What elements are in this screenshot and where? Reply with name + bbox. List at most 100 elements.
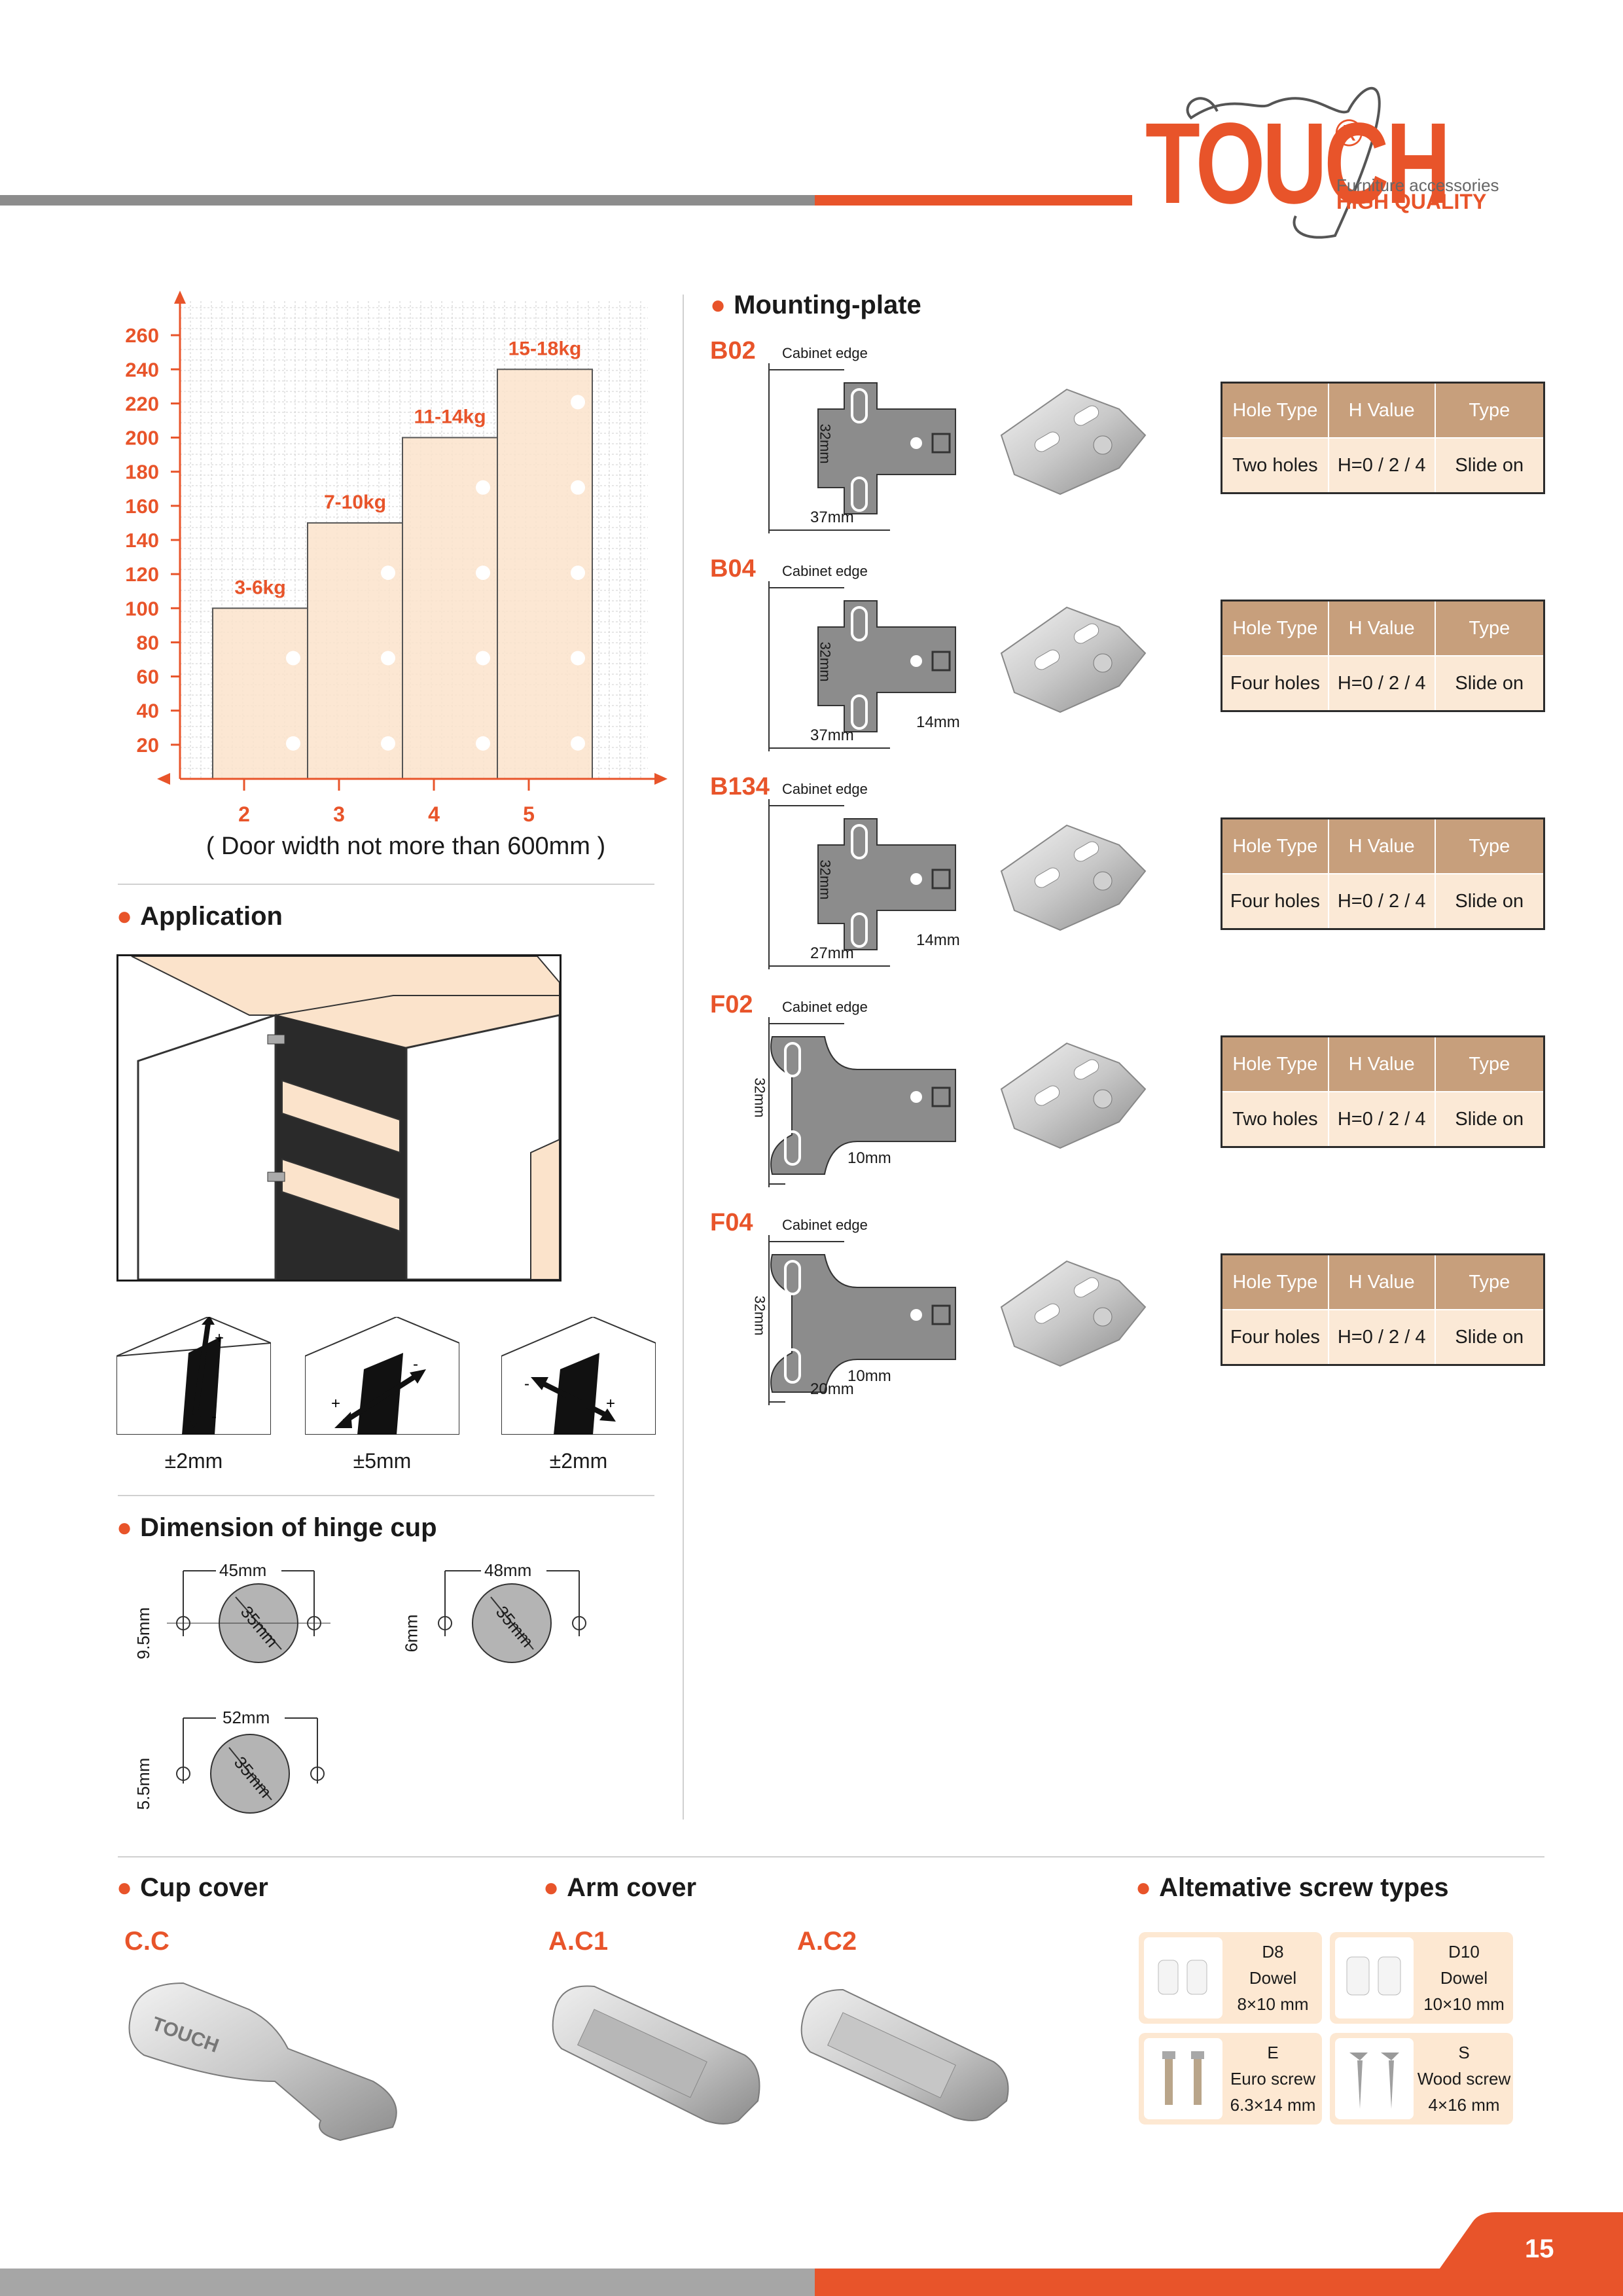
x-tick-label: 3 bbox=[333, 802, 345, 826]
arm-cover-title-text: Arm cover bbox=[567, 1873, 697, 1902]
header-gray-bar bbox=[0, 195, 818, 206]
bullet-dot-icon: ● bbox=[116, 902, 133, 931]
plate-code: F02 bbox=[710, 991, 753, 1018]
bar-dot bbox=[286, 651, 300, 666]
table-cell: Slide on bbox=[1435, 1091, 1544, 1147]
screw-size: 4×16 mm bbox=[1428, 2095, 1500, 2115]
y-tick-label: 240 bbox=[125, 358, 159, 381]
y-tick-label: 120 bbox=[125, 563, 159, 586]
table-header-cell: H Value bbox=[1328, 382, 1436, 438]
arm-cover-code-1: A.C1 bbox=[548, 1927, 609, 1956]
y-tick-label: 260 bbox=[125, 324, 159, 347]
plate-horizontal-dim: 37mm bbox=[810, 509, 854, 526]
chart-bar bbox=[307, 522, 403, 780]
plate-offset-dim: 14mm bbox=[916, 713, 960, 731]
bar-dot bbox=[571, 651, 585, 666]
adjust-label-2: ±5mm bbox=[353, 1449, 412, 1473]
svg-text:+: + bbox=[331, 1395, 340, 1412]
y-tick-label: 220 bbox=[125, 392, 159, 415]
bullet-dot-icon: ● bbox=[116, 1873, 133, 1902]
screw-card-s: S Wood screw 4×16 mm bbox=[1330, 2033, 1513, 2125]
screw-name: Dowel bbox=[1249, 1968, 1297, 1988]
bar-dot bbox=[476, 651, 490, 666]
bar-value-label: 15-18kg bbox=[508, 338, 582, 359]
bar-dot bbox=[476, 736, 490, 751]
bar-dot bbox=[381, 736, 395, 751]
screw-name: Euro screw bbox=[1230, 2069, 1316, 2089]
cabinet-edge-label: Cabinet edge bbox=[782, 999, 868, 1015]
bar-dot bbox=[571, 480, 585, 495]
table-cell: Two holes bbox=[1221, 437, 1329, 493]
header-orange-bar bbox=[815, 195, 1132, 206]
y-tick-label: 200 bbox=[125, 427, 159, 450]
table-header-cell: Hole Type bbox=[1221, 1254, 1329, 1310]
table-cell: Slide on bbox=[1435, 655, 1544, 711]
x-axis-left-arrow-icon bbox=[157, 773, 170, 785]
table-header-cell: Hole Type bbox=[1221, 818, 1329, 874]
svg-text:-: - bbox=[211, 1408, 217, 1426]
adjust-label-1: ±2mm bbox=[164, 1449, 223, 1473]
bar-dot bbox=[476, 565, 490, 581]
mounting-plate-photo bbox=[988, 799, 1158, 950]
euro-screw-icon bbox=[1144, 2038, 1222, 2119]
dowel-icon bbox=[1335, 1937, 1414, 2018]
footer-gray-bar bbox=[0, 2269, 818, 2296]
bullet-dot-icon: ● bbox=[1135, 1873, 1152, 1902]
table-header-cell: Type bbox=[1435, 600, 1544, 656]
side-adjust-icon: - + bbox=[501, 1316, 656, 1435]
table-cell: H=0 / 2 / 4 bbox=[1328, 1091, 1436, 1147]
bar-value-label: 3-6kg bbox=[234, 577, 285, 598]
plate-vertical-dim: 32mm bbox=[751, 1295, 768, 1336]
plate-technical-drawing bbox=[766, 1017, 962, 1200]
y-tick-label: 140 bbox=[125, 529, 159, 552]
page-number: 15 bbox=[1525, 2234, 1554, 2263]
table-header-cell: H Value bbox=[1328, 818, 1436, 874]
divider-line bbox=[118, 884, 654, 885]
table-cell: H=0 / 2 / 4 bbox=[1328, 655, 1436, 711]
application-illustration bbox=[116, 954, 562, 1282]
column-divider bbox=[683, 295, 684, 1820]
cup-cover-title-text: Cup cover bbox=[140, 1873, 268, 1902]
screw-code: S bbox=[1458, 2043, 1470, 2062]
screw-name: Wood screw bbox=[1417, 2069, 1511, 2089]
table-header-cell: Type bbox=[1435, 1036, 1544, 1092]
application-title-text: Application bbox=[140, 902, 283, 931]
bar-dot bbox=[571, 395, 585, 410]
bullet-dot-icon: ● bbox=[543, 1873, 560, 1902]
mounting-plate-photo bbox=[988, 1235, 1158, 1386]
cup-offset-label: 5.5mm bbox=[134, 1757, 154, 1810]
bar-dot bbox=[381, 565, 395, 581]
screw-size: 10×10 mm bbox=[1423, 1994, 1505, 2014]
cup-dimension-drawing bbox=[438, 1570, 586, 1663]
cup-cover-image: TOUCH bbox=[124, 1970, 412, 2147]
divider-line-2 bbox=[118, 1495, 654, 1496]
svg-text:-: - bbox=[524, 1375, 529, 1393]
table-cell: Four holes bbox=[1221, 1309, 1329, 1365]
table-header-cell: H Value bbox=[1328, 1036, 1436, 1092]
table-cell: Slide on bbox=[1435, 873, 1544, 929]
bar-dot bbox=[381, 651, 395, 666]
logo-swoosh-icon bbox=[1186, 86, 1381, 239]
cabinet-illustration bbox=[131, 956, 560, 1280]
adjust-diagram-1: + - bbox=[116, 1316, 272, 1435]
hinge-cup-diagram-3: 52mm 35mm 5.5mm bbox=[131, 1705, 340, 1842]
table-cell: H=0 / 2 / 4 bbox=[1328, 1309, 1436, 1365]
cup-cover-illustration: TOUCH bbox=[128, 1982, 397, 2142]
table-cell: Four holes bbox=[1221, 655, 1329, 711]
x-tick-label: 2 bbox=[238, 802, 250, 826]
application-title: ●Application bbox=[116, 902, 283, 931]
plate-horizontal-dim: 27mm bbox=[810, 944, 854, 962]
logo-tagline-2: HIGH QUALITY bbox=[1336, 190, 1487, 213]
table-cell: H=0 / 2 / 4 bbox=[1328, 437, 1436, 493]
brand-logo: TOUCH ® Furniture accessories HIGH QUALI… bbox=[1139, 65, 1505, 249]
plate-offset-dim: 10mm bbox=[847, 1367, 891, 1385]
bullet-dot-icon: ● bbox=[116, 1513, 133, 1542]
arm-cover-illustration bbox=[552, 1985, 760, 2125]
